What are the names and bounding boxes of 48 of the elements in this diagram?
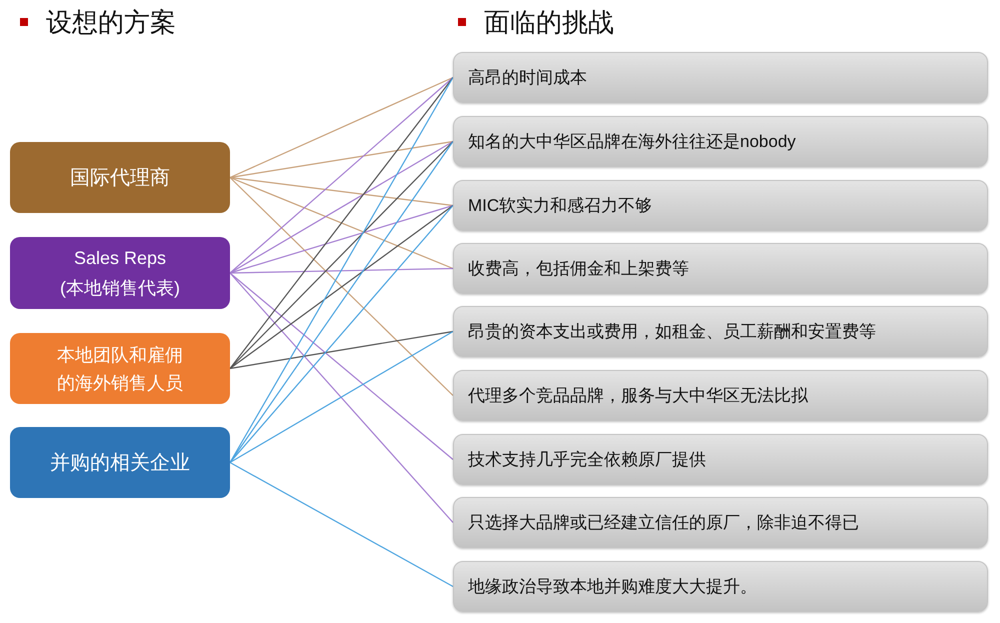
connector-line: [230, 77, 454, 369]
option-label: 国际代理商: [70, 166, 170, 190]
connector-line: [230, 140, 454, 274]
challenge-box: [453, 497, 988, 548]
challenge-box: [453, 243, 988, 294]
connector-line: [229, 77, 454, 463]
connector-line: [230, 272, 454, 460]
connector-line: [230, 76, 454, 178]
connector-line: [230, 141, 454, 463]
connector-line: [230, 204, 454, 274]
option-box: [10, 142, 230, 213]
challenge-label: 知名的大中华区品牌在海外往往还是nobody: [468, 130, 796, 152]
connector-line: [230, 205, 454, 463]
connector-line: [230, 272, 454, 523]
challenge-box: [453, 370, 988, 421]
column-heading: 设想的方案: [46, 6, 176, 39]
challenge-box: [453, 116, 988, 167]
connector-line: [230, 205, 454, 369]
challenge-label: 地缘政治导致本地并购难度大大提升。: [468, 576, 757, 598]
option-label: 并购的相关企业: [50, 450, 190, 476]
challenge-label: 高昂的时间成本: [468, 66, 587, 88]
option-box: [10, 333, 230, 404]
connector-line: [230, 176, 454, 270]
challenge-label: 只选择大品牌或已经建立信任的原厂，除非迫不得已: [468, 512, 859, 534]
challenge-box: [453, 434, 988, 485]
challenge-label: 技术支持几乎完全依赖原厂提供: [468, 448, 706, 470]
connector-line: [230, 268, 454, 274]
connector-line: [230, 140, 454, 178]
option-label: Sales Reps (本地销售代表): [59, 247, 181, 300]
challenge-label: 收费高，包括佣金和上架费等: [468, 258, 689, 280]
connector-line: [230, 462, 454, 588]
connector-line: [230, 176, 454, 206]
connector-line: [230, 77, 454, 274]
challenge-box: [453, 180, 988, 231]
connector-line: [230, 330, 454, 464]
challenge-label: MIC软实力和感召力不够: [468, 194, 652, 216]
challenge-box: [453, 306, 988, 357]
challenge-box: [453, 561, 988, 612]
challenge-label: 昂贵的资本支出或费用，如租金、员工薪酬和安置费等: [468, 320, 876, 342]
option-box: [10, 237, 230, 309]
option-label: 本地团队和雇佣的海外销售人员: [56, 344, 184, 394]
option-box: [10, 427, 230, 498]
connector-line: [230, 141, 454, 369]
column-heading: 面临的挑战: [484, 6, 614, 39]
challenge-box: [453, 52, 988, 103]
connector-line: [230, 177, 454, 396]
challenge-label: 代理多个竞品品牌，服务与大中华区无法比拟: [468, 384, 808, 406]
connector-line: [230, 330, 454, 370]
